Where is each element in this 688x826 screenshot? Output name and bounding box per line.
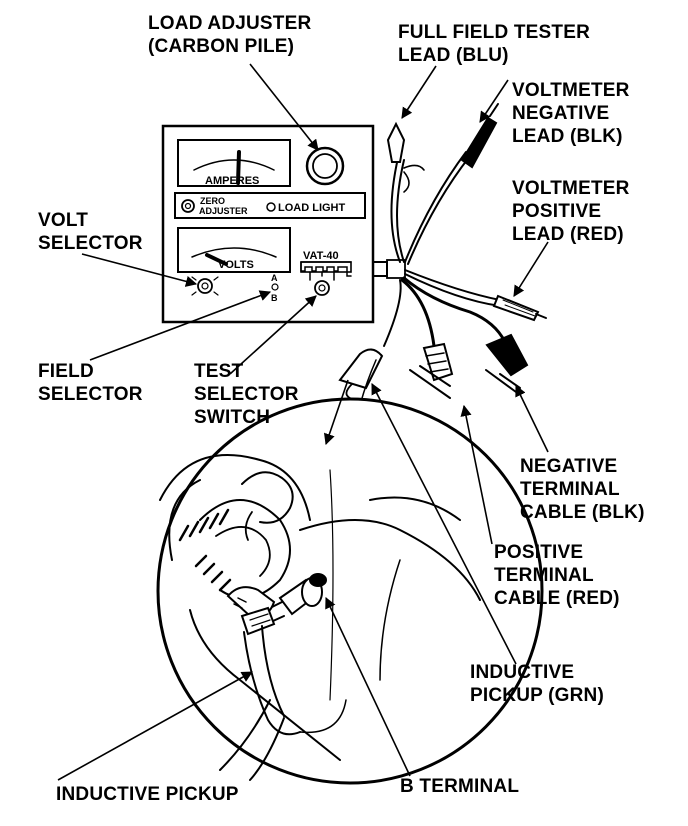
field-a-label: A [271,273,278,283]
svg-text:FIELD: FIELD [38,361,94,382]
svg-text:LOAD ADJUSTER: LOAD ADJUSTER [148,13,311,34]
callout-inductive-pickup-grn: INDUCTIVE PICKUP (GRN) [470,662,604,706]
voltmeter [177,227,291,273]
svg-text:TERMINAL: TERMINAL [520,479,620,500]
callout-load-adjuster: LOAD ADJUSTER (CARBON PILE) [148,13,311,57]
svg-text:SELECTOR: SELECTOR [38,384,143,405]
svg-text:SWITCH: SWITCH [194,407,270,428]
leader-lines [57,63,549,781]
callout-field-selector: FIELD SELECTOR [38,361,143,405]
negative-terminal-clamp [485,333,529,377]
ammeter [177,139,291,187]
test-selector-switch[interactable] [314,280,330,296]
svg-text:VOLTMETER: VOLTMETER [512,80,630,101]
svg-text:CABLE (BLK): CABLE (BLK) [520,502,645,523]
callout-full-field: FULL FIELD TESTER LEAD (BLU) [398,22,590,66]
pickup-clamp-on-wire [240,606,347,736]
callout-b-terminal: B TERMINAL [400,776,519,797]
field-b-label: B [271,293,278,303]
tester-unit [161,124,375,324]
svg-text:VOLTMETER: VOLTMETER [512,178,630,199]
callout-negative-terminal: NEGATIVE TERMINAL CABLE (BLK) [520,456,645,523]
svg-text:NEGATIVE: NEGATIVE [512,103,609,124]
svg-text:LEAD (BLU): LEAD (BLU) [398,45,509,66]
callout-voltmeter-negative: VOLTMETER NEGATIVE LEAD (BLK) [512,80,630,147]
svg-text:INDUCTIVE: INDUCTIVE [470,662,574,683]
alternator-detail [156,397,544,785]
adjuster-label: ADJUSTER [199,206,248,216]
model-label: VAT-40 [303,250,339,262]
cable-bundle [338,103,547,471]
callout-test-selector: TEST SELECTOR SWITCH [194,361,299,428]
full-field-clip [386,121,406,163]
svg-text:FULL FIELD TESTER: FULL FIELD TESTER [398,22,590,43]
svg-text:SELECTOR: SELECTOR [38,233,143,254]
callout-voltmeter-positive: VOLTMETER POSITIVE LEAD (RED) [512,178,630,245]
load-light [266,202,276,212]
load-light-label: LOAD LIGHT [278,202,345,214]
zero-label: ZERO [200,196,225,206]
callout-inductive-pickup: INDUCTIVE PICKUP [56,784,239,805]
callout-volt-selector: VOLT SELECTOR [38,210,143,254]
panel-labels: AMPERES ZERO ADJUSTER LOAD LIGHT VOLTS V… [199,175,345,303]
svg-text:LEAD (RED): LEAD (RED) [512,224,624,245]
svg-text:TEST: TEST [194,361,244,382]
svg-text:POSITIVE: POSITIVE [512,201,601,222]
svg-text:PICKUP (GRN): PICKUP (GRN) [470,685,604,706]
svg-text:NEGATIVE: NEGATIVE [520,456,617,477]
callout-positive-terminal: POSITIVE TERMINAL CABLE (RED) [494,542,620,609]
inductive-pickup-clamp [338,348,384,390]
volts-label: VOLTS [218,259,254,271]
load-adjuster-knob[interactable] [305,146,345,186]
svg-text:LEAD (BLK): LEAD (BLK) [512,126,623,147]
svg-text:POSITIVE: POSITIVE [494,542,583,563]
svg-text:TERMINAL: TERMINAL [494,565,594,586]
voltmeter-positive-clip [492,294,540,322]
voltmeter-negative-clip [460,116,498,169]
svg-text:CABLE (RED): CABLE (RED) [494,588,620,609]
svg-text:SELECTOR: SELECTOR [194,384,299,405]
svg-text:(CARBON PILE): (CARBON PILE) [148,36,294,57]
volt-selector-knob[interactable] [197,278,213,294]
zero-adjuster-knob[interactable] [181,199,195,213]
svg-text:VOLT: VOLT [38,210,88,231]
amperes-label: AMPERES [205,175,259,187]
